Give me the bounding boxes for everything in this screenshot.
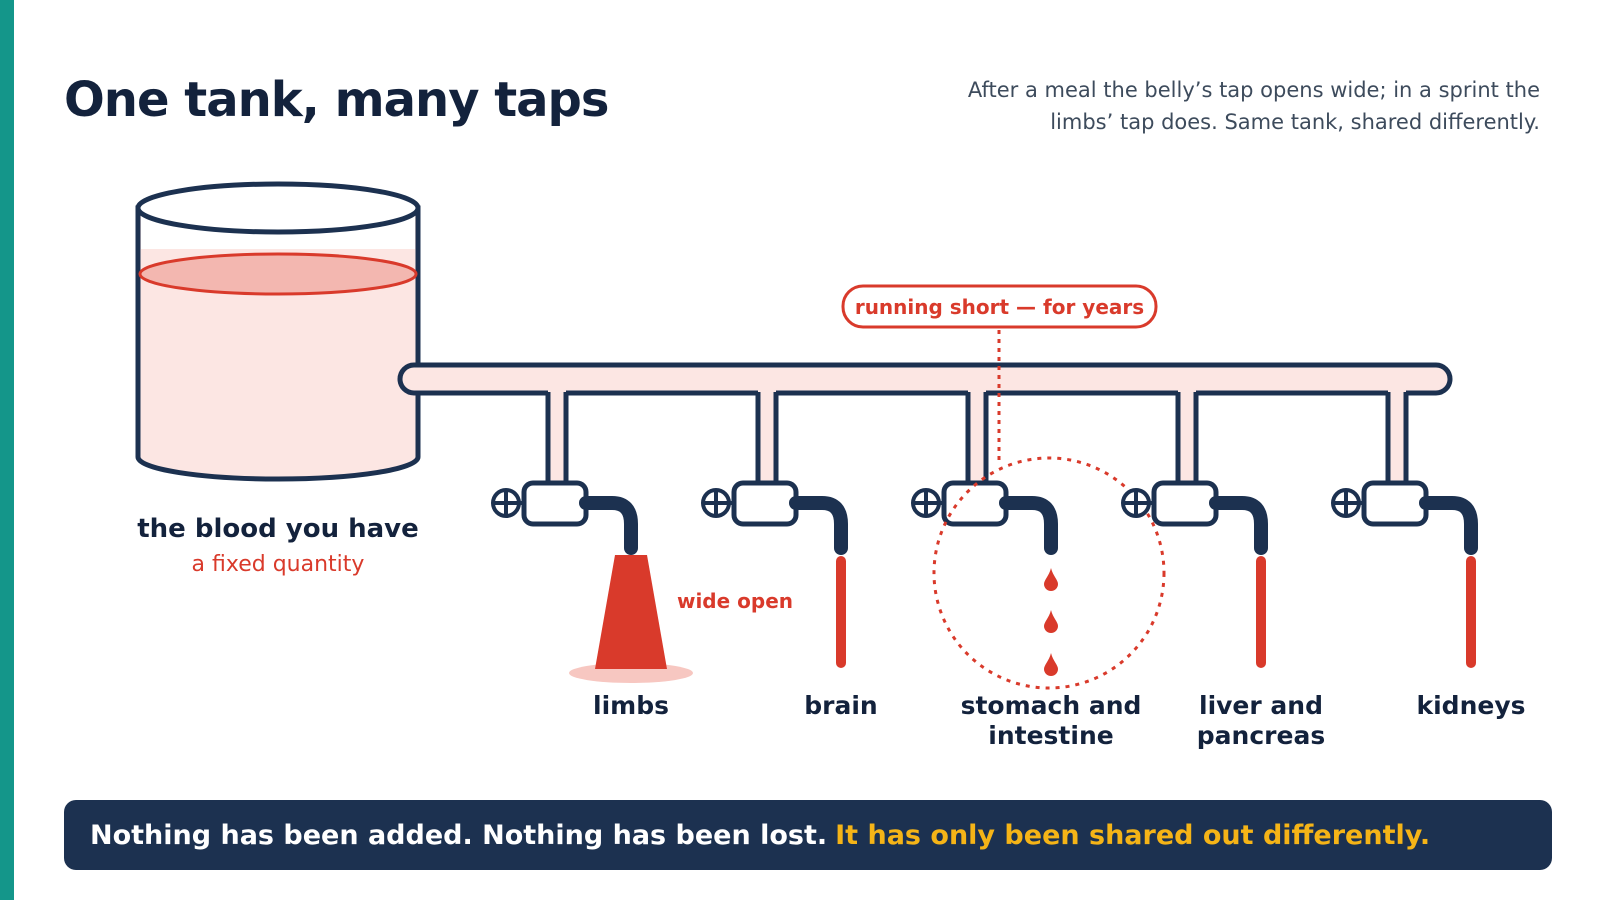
footer-banner: Nothing has been added. Nothing has been… [64,800,1552,870]
tap-body [1361,480,1429,527]
branch-pipe [758,388,776,488]
blood-surface [138,252,418,296]
footer-highlight: It has only been shared out differently. [835,819,1431,851]
blood-drop-icon [1044,568,1058,591]
main-pipe [397,362,1453,396]
tap-label: kidneys [1416,691,1525,720]
tap-body [731,480,799,527]
tap-kidneys: kidneys [1331,388,1526,720]
branch-pipe [548,388,566,488]
branch-pipe [1178,388,1196,488]
tap-label: brain [804,691,877,720]
tank-rim [135,181,421,235]
blood-drop-icon [1044,653,1058,676]
tap-body [521,480,589,527]
tank-sublabel: a fixed quantity [192,552,365,577]
callout-box [841,284,1158,329]
accent-bar [0,0,14,900]
tap-brain: brain [701,388,878,720]
tap-label: pancreas [1197,721,1325,750]
thin-stream [1466,556,1476,668]
tap-label: liver and [1199,691,1323,720]
page-title: One tank, many taps [64,72,609,128]
tap-spout [1209,496,1268,555]
tap-spout [1419,496,1478,555]
attention-ring [932,456,1166,690]
tap-body [1151,480,1219,527]
tap-body [941,480,1009,527]
tap-label: limbs [593,691,669,720]
callout-running-short: running short — for years [855,295,1144,319]
tap-spout [579,496,638,555]
tap-limbs: limbs [491,388,693,720]
thin-stream [836,556,846,668]
blood-tank [135,181,421,482]
tank-label: the blood you have [137,514,419,544]
footer-main: Nothing has been added. Nothing has been… [90,819,828,851]
branch-pipe [968,388,986,488]
wide-stream [595,555,667,669]
tap-label: stomach and [961,691,1142,720]
tap-spout [999,496,1058,555]
blood-drop-icon [1044,610,1058,633]
tap-label: intestine [988,721,1113,750]
tap-spout [789,496,848,555]
thin-stream [1256,556,1266,668]
wide-open-label: wide open [677,589,793,613]
tank-diagram: running short — for years limbs brain stom… [135,181,1526,750]
running-short-callout: running short — for years [841,284,1158,329]
subtitle: After a meal the belly’s tap opens wide;… [967,78,1540,134]
branch-pipe [1388,388,1406,488]
